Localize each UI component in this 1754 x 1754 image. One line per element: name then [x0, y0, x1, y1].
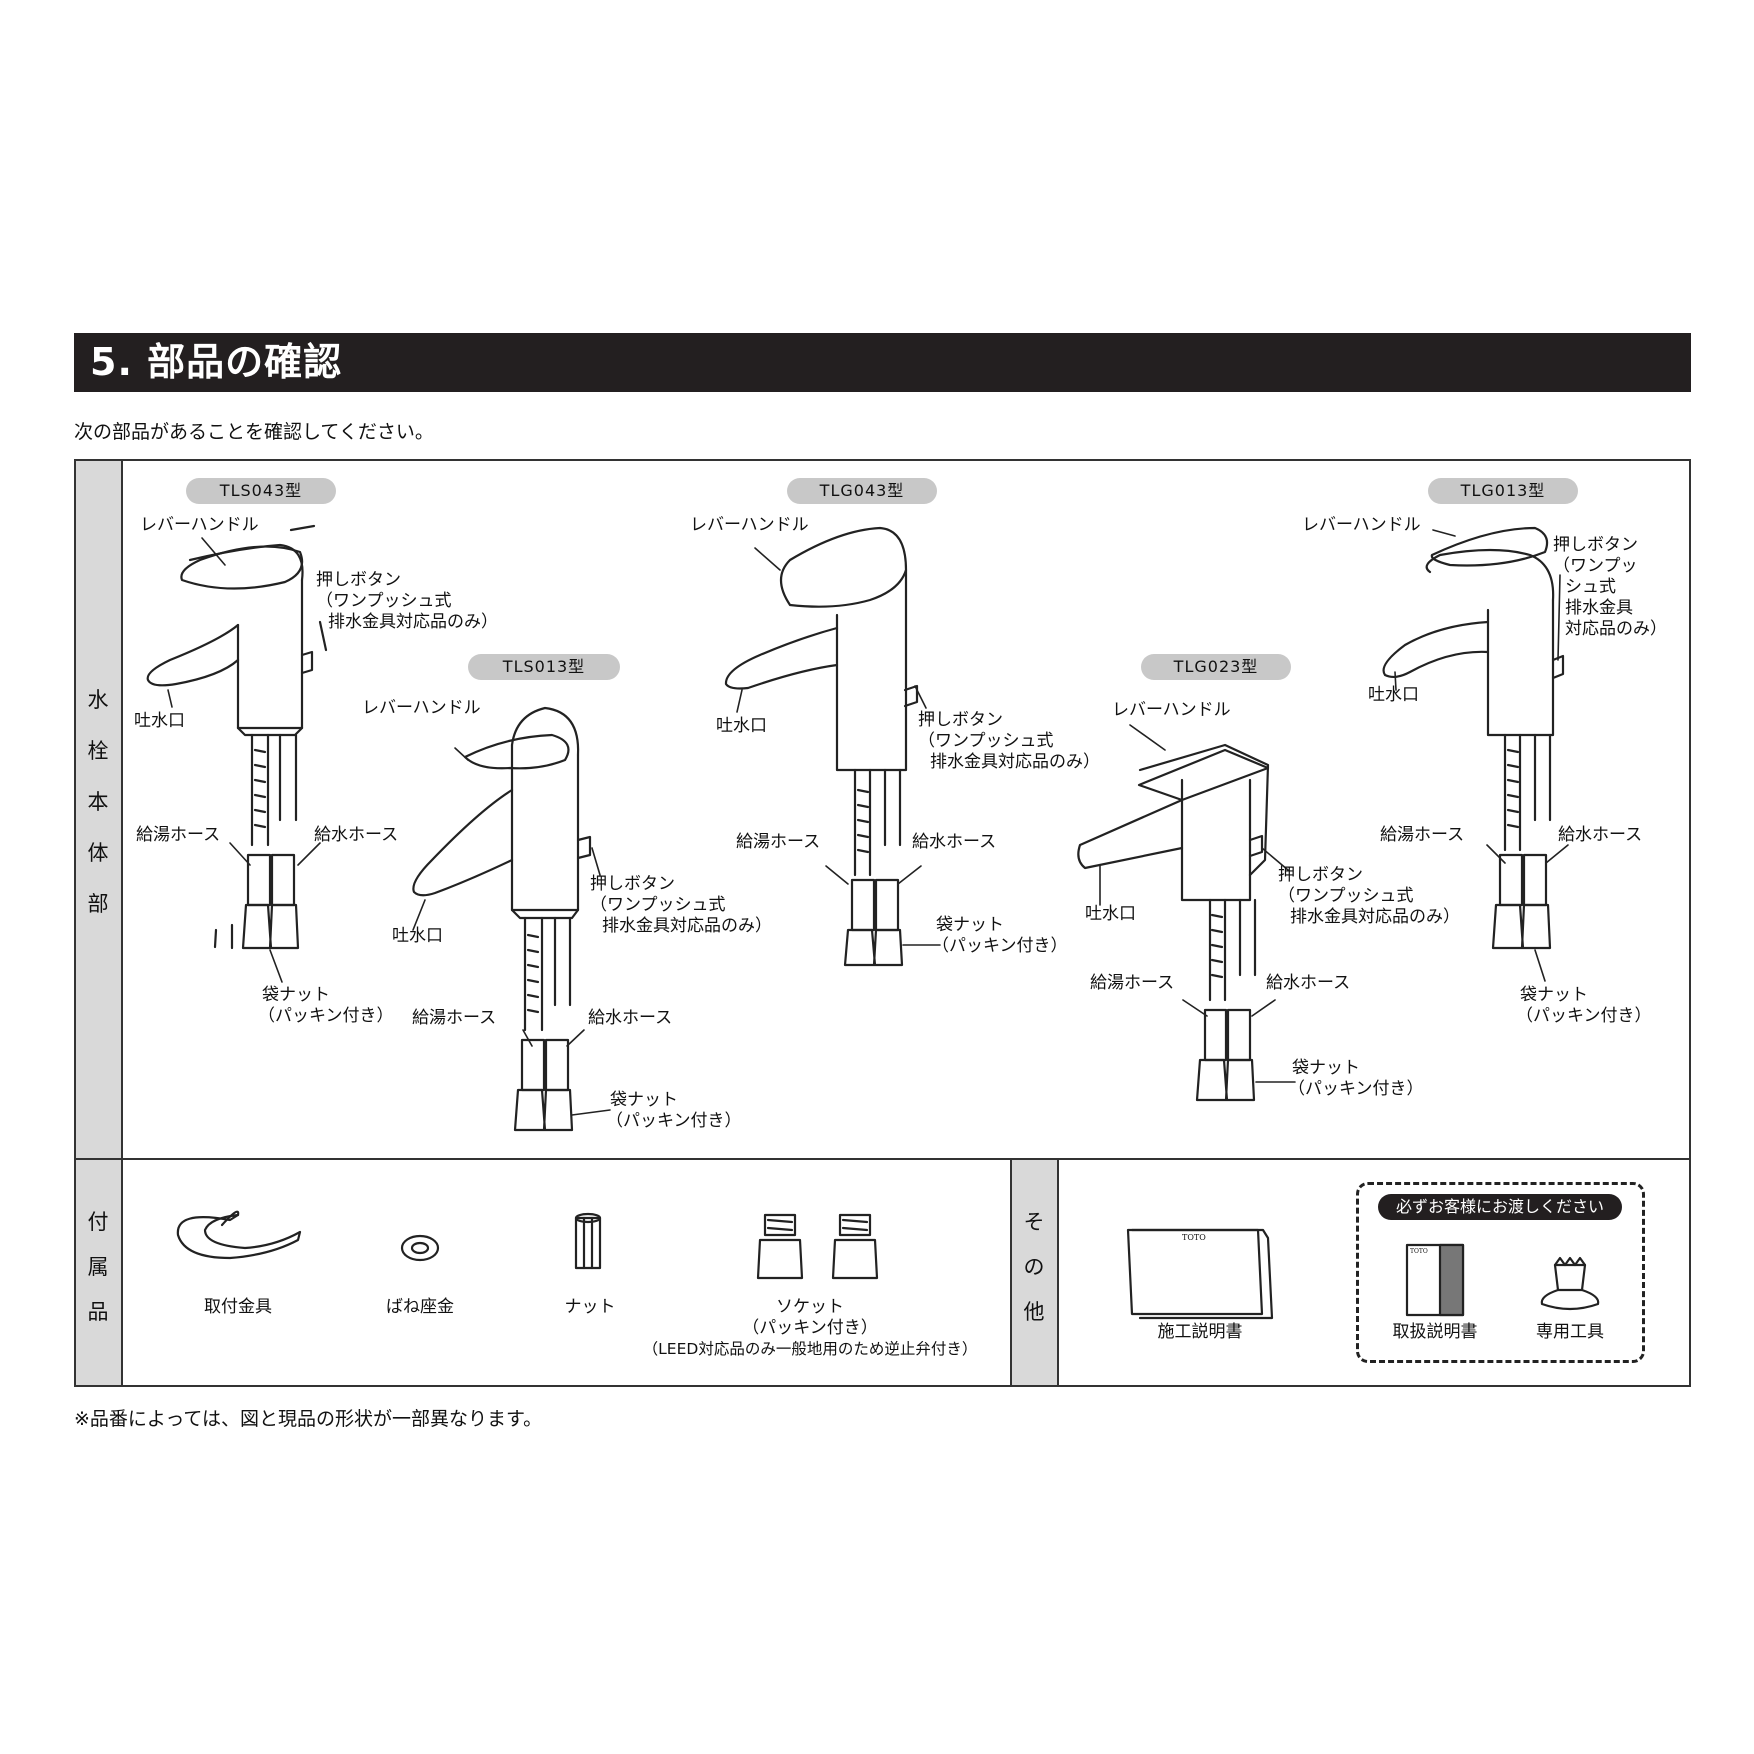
hand-over-notice: 必ずお客様にお渡しください — [1378, 1194, 1622, 1220]
footnote: ※品番によっては、図と現品の形状が一部異なります。 — [74, 1408, 543, 1430]
push-button-label: 押しボタン （ワンプッ シュ式 排水金具 対応品のみ） — [1553, 535, 1667, 639]
nut-illustration — [574, 1212, 602, 1270]
leader-lines — [167, 529, 1569, 1116]
special-tool-label: 専用工具 — [1536, 1322, 1604, 1342]
lever-handle-label: レバーハンドル — [140, 515, 259, 535]
push-button-label: 押しボタン （ワンプッシュ式 排水金具対応品のみ） — [316, 570, 498, 632]
hot-water-hose-label: 給湯ホース — [736, 832, 821, 852]
faucet-tlg043-illustration — [724, 526, 919, 967]
spring-washer-illustration — [400, 1234, 440, 1262]
hot-water-hose-label: 給湯ホース — [412, 1008, 497, 1028]
cap-nut-label: 袋ナット （パッキン付き） — [606, 1090, 742, 1131]
cold-water-hose-label: 給水ホース — [1266, 973, 1351, 993]
model-label-tlg043: TLG043型 — [787, 478, 937, 504]
section-title: 5. 部品の確認 — [90, 340, 343, 384]
others-side-cell — [1012, 1160, 1057, 1385]
divider — [121, 461, 123, 1385]
brand-mark: TOTO — [1182, 1233, 1206, 1242]
intro-text: 次の部品があることを確認してください。 — [74, 421, 434, 443]
section-label-others: その他 — [1023, 1210, 1045, 1324]
cap-nut-label: 袋ナット （パッキン付き） — [1288, 1058, 1424, 1099]
push-button-label: 押しボタン （ワンプッシュ式 排水金具対応品のみ） — [1278, 865, 1460, 927]
special-tool-illustration — [1540, 1256, 1600, 1311]
install-manual-label: 施工説明書 — [1157, 1322, 1243, 1342]
lever-handle-label: レバーハンドル — [1302, 515, 1421, 535]
user-manual-illustration — [1405, 1243, 1465, 1317]
spring-washer-label: ばね座金 — [386, 1297, 454, 1317]
divider — [1010, 1160, 1012, 1385]
hand-over-box — [1356, 1182, 1645, 1363]
push-button-label: 押しボタン （ワンプッシュ式 排水金具対応品のみ） — [918, 710, 1100, 772]
parts-table — [74, 459, 1691, 1387]
faucet-tls043-illustration — [146, 524, 328, 950]
model-label-tls013: TLS013型 — [468, 654, 620, 680]
hot-water-hose-label: 給湯ホース — [136, 825, 221, 845]
model-label-tlg023: TLG023型 — [1141, 654, 1291, 680]
spout-label: 吐水口 — [392, 926, 443, 946]
user-manual-label: 取扱説明書 — [1392, 1322, 1478, 1342]
section-header-bar — [74, 333, 1691, 392]
mounting-bracket-illustration — [176, 1210, 302, 1260]
model-label-tls043: TLS043型 — [186, 478, 336, 504]
divider — [1057, 1160, 1059, 1385]
section-label-accessories: 付属品 — [87, 1210, 109, 1324]
cold-water-hose-label: 給水ホース — [1558, 825, 1643, 845]
cold-water-hose-label: 給水ホース — [912, 832, 997, 852]
cap-nut-label: 袋ナット （パッキン付き） — [258, 985, 394, 1026]
cap-nut-label: 袋ナット （パッキン付き） — [1516, 985, 1652, 1026]
accessories-side-cell — [76, 1160, 121, 1385]
lever-handle-label: レバーハンドル — [362, 698, 481, 718]
nut-label: ナット — [564, 1297, 616, 1317]
spout-label: 吐水口 — [1368, 685, 1419, 705]
mounting-bracket-label: 取付金具 — [204, 1297, 272, 1317]
section-label-body: 水栓本体部 — [87, 688, 109, 916]
cold-water-hose-label: 給水ホース — [588, 1008, 673, 1028]
cap-nut-label: 袋ナット （パッキン付き） — [932, 915, 1068, 956]
faucet-tls013-illustration — [412, 706, 592, 1132]
spout-label: 吐水口 — [1085, 904, 1136, 924]
install-manual-illustration — [1126, 1228, 1274, 1320]
lever-handle-label: レバーハンドル — [690, 515, 809, 535]
brand-mark: TOTO — [1410, 1248, 1428, 1255]
socket-illustration — [756, 1213, 879, 1280]
spout-label: 吐水口 — [134, 711, 185, 731]
faucet-tlg013-illustration — [1382, 526, 1565, 950]
spout-label: 吐水口 — [716, 716, 767, 736]
hot-water-hose-label: 給湯ホース — [1380, 825, 1465, 845]
model-label-tlg013: TLG013型 — [1428, 478, 1578, 504]
body-side-cell — [76, 461, 121, 1158]
socket-label: ソケット （パッキン付き） （LEED対応品のみ一般地用のため逆止弁付き） — [642, 1297, 978, 1358]
push-button-label: 押しボタン （ワンプッシュ式 排水金具対応品のみ） — [590, 874, 772, 936]
faucet-tlg023-illustration — [1077, 743, 1270, 1102]
hot-water-hose-label: 給湯ホース — [1090, 973, 1175, 993]
cold-water-hose-label: 給水ホース — [314, 825, 399, 845]
divider — [76, 1158, 1689, 1160]
lever-handle-label: レバーハンドル — [1112, 700, 1231, 720]
